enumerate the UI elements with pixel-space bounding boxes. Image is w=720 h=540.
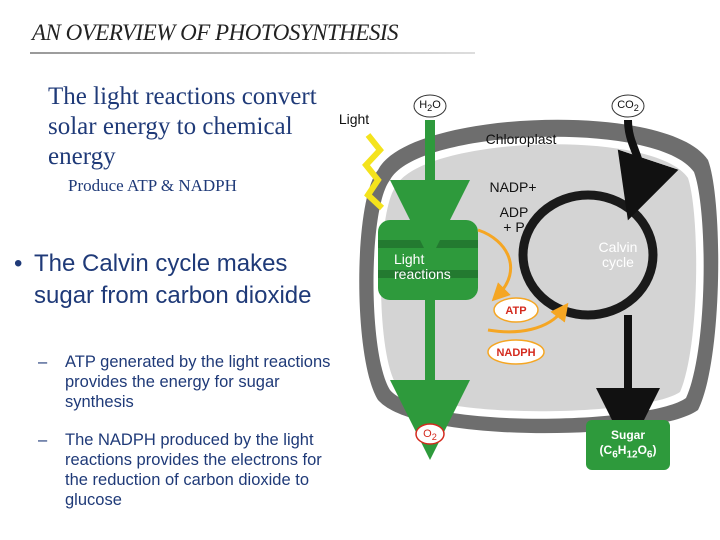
sugar-h-sub-text: 12	[626, 449, 638, 461]
chloroplast-svg	[338, 80, 720, 480]
thylakoid-band	[378, 270, 478, 278]
calvin-cycle-label: Calvin cycle	[582, 240, 654, 270]
adp-line2-text: + P	[503, 219, 525, 235]
co2-arrow	[617, 119, 679, 221]
o2-sub-text: 2	[431, 432, 437, 443]
nadph-oval-icon	[487, 339, 545, 365]
slide-title: AN OVERVIEW OF PHOTOSYNTHESIS	[32, 20, 399, 45]
photosynthesis-diagram: Light H2O CO2 Chloroplast NADP+ ADP + P …	[338, 80, 720, 480]
bullet-calvin-cycle-text: The Calvin cycle makes sugar from carbon…	[34, 250, 312, 309]
bullet-light-reactions: The light reactions convert solar energy…	[28, 82, 318, 172]
light-squiggle-icon	[362, 133, 385, 211]
atp-flow-arrow	[477, 228, 513, 302]
nadp-label: NADP+	[489, 179, 537, 195]
h2o-sub-text: 2	[427, 103, 433, 114]
calvin-cycle-icon	[518, 190, 658, 320]
atp-label: ATP	[505, 305, 527, 317]
adp-line1-text: ADP	[499, 204, 529, 220]
h2o-h-text: H	[419, 99, 428, 111]
subbullet-atp: – ATP generated by the light reactions p…	[38, 352, 338, 412]
sugar-formula-text: (C6H12O6)	[586, 443, 670, 462]
title-rule	[30, 52, 475, 54]
bullet-light-reactions-text: The light reactions convert solar energy…	[48, 83, 317, 170]
bullet-produce-atp-text: Produce ATP & NADPH	[68, 176, 237, 195]
subbullet-nadph-text: The NADPH produced by the light reaction…	[65, 431, 322, 509]
o2-oval-icon	[415, 423, 445, 445]
calvin-line1-text: Calvin	[598, 239, 638, 255]
h2o-label: H2O	[414, 98, 446, 116]
sugar-c-sub-text: 6	[612, 449, 618, 461]
sugar-close-text: )	[652, 443, 657, 457]
h2o-oval-icon	[413, 94, 447, 118]
light-reactions-label: Light reactions	[394, 252, 484, 282]
sugar-title-text: Sugar	[610, 428, 645, 442]
nadph-flow-arrow	[487, 302, 569, 334]
co2-label: CO2	[612, 98, 644, 116]
sugar-box-icon	[586, 420, 670, 470]
atp-oval-icon	[493, 297, 539, 323]
bullet-produce-atp: Produce ATP & NADPH	[62, 176, 237, 196]
chloroplast-label: Chloroplast	[485, 131, 557, 147]
sugar-o-text: O	[637, 443, 647, 457]
calvin-line2-text: cycle	[602, 254, 634, 270]
dash-icon: –	[38, 431, 48, 449]
light-reactions-line2-text: reactions	[394, 266, 451, 282]
light-reactions-line1-text: Light	[394, 251, 425, 267]
subbullet-nadph: – The NADPH produced by the light reacti…	[38, 430, 338, 510]
co2-oval-icon	[611, 94, 645, 118]
sugar-label: Sugar (C6H12O6)	[586, 428, 670, 462]
o2-label: O2	[416, 427, 444, 445]
dash-icon: –	[38, 353, 48, 371]
adp-label: ADP + P	[484, 205, 544, 235]
o2-o-text: O	[423, 428, 432, 440]
sugar-h-text: H	[617, 443, 627, 457]
bullet-dot-icon: •	[14, 250, 23, 277]
subbullet-atp-text: ATP generated by the light reactions pro…	[65, 353, 331, 411]
co2-sub-text: 2	[633, 103, 639, 114]
light-label: Light	[338, 111, 370, 127]
thylakoid-band	[378, 240, 478, 248]
sugar-o-sub-text: 6	[646, 449, 653, 461]
h2o-o-text: O	[432, 99, 441, 111]
co2-c-text: CO	[617, 99, 634, 111]
nadph-label: NADPH	[496, 347, 536, 359]
bullet-calvin-cycle: • The Calvin cycle makes sugar from carb…	[14, 248, 344, 312]
sugar-open-text: (C	[599, 443, 613, 457]
